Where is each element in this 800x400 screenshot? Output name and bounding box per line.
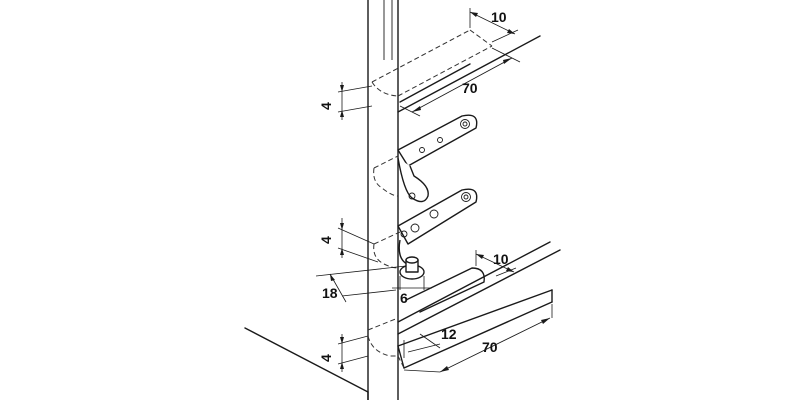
dim-pin-diameter: 6 — [392, 276, 432, 306]
dim-label-bottom-depth: 4 — [318, 354, 334, 362]
dim-label-mid-depth: 4 — [318, 236, 334, 244]
dim-mid-depth: 4 — [318, 218, 379, 263]
dim-label-top-length: 70 — [462, 80, 478, 96]
pivot-pin — [399, 256, 425, 280]
dim-bottom-width: 10 — [475, 250, 517, 277]
door-panel — [244, 0, 399, 400]
dim-bottom-length: 70 — [403, 304, 553, 373]
dim-label-pin-diameter: 6 — [400, 290, 408, 306]
dim-bottom-inset: 12 — [403, 326, 457, 358]
dim-pin-offset: 18 — [315, 265, 407, 303]
dim-top-length: 70 — [399, 47, 521, 117]
upper-hinge-plate — [373, 114, 478, 203]
dim-label-top-depth: 4 — [318, 102, 334, 110]
dim-bottom-depth: 4 — [318, 334, 369, 372]
top-recess — [371, 29, 541, 113]
dim-label-pin-offset: 18 — [322, 285, 338, 301]
dim-top-depth: 4 — [318, 82, 373, 120]
dim-label-top-width: 10 — [491, 9, 507, 25]
dim-label-bottom-length: 70 — [482, 339, 498, 355]
dim-label-bottom-width: 10 — [493, 251, 509, 267]
lower-hinge-plate — [373, 188, 478, 269]
bottom-recess — [367, 241, 561, 369]
dim-label-bottom-inset: 12 — [441, 326, 457, 342]
dim-top-width: 10 — [469, 8, 519, 43]
